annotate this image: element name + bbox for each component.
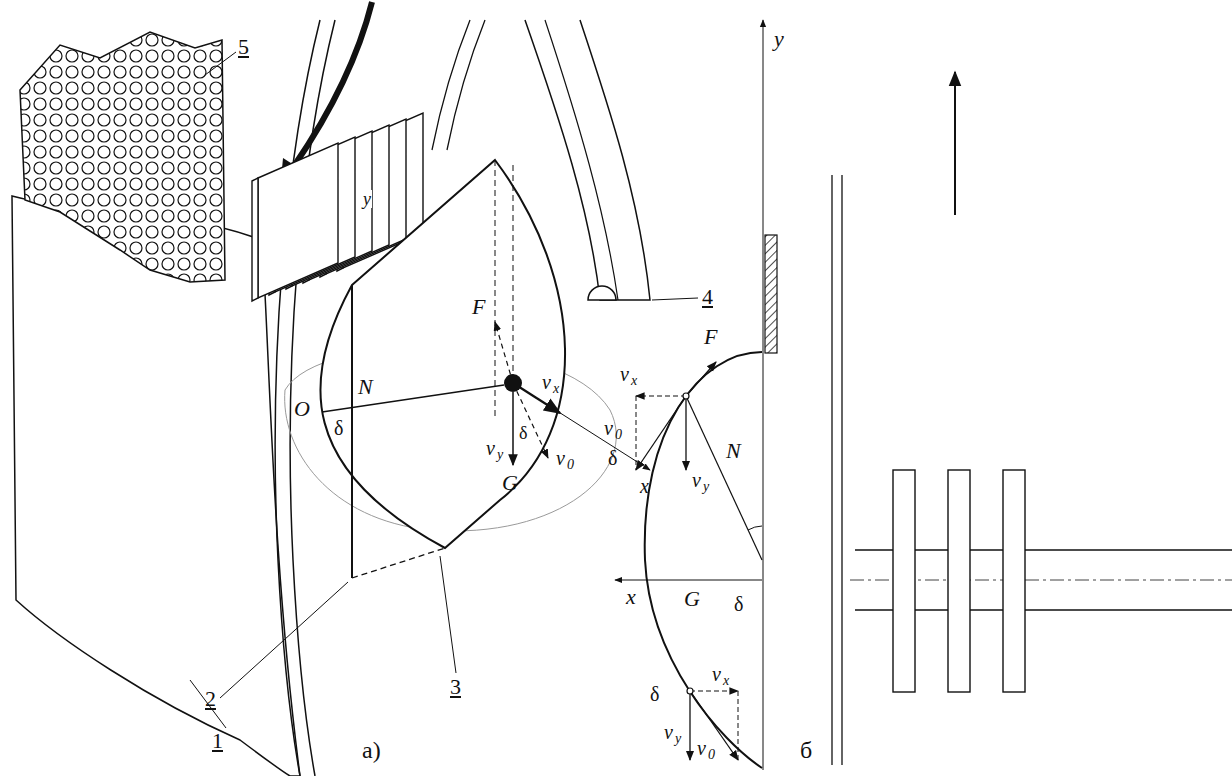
blade [320,160,565,548]
particle [504,374,522,392]
vector-label: v [542,372,551,392]
callout-number: 3 [450,676,461,698]
perforated-screen [20,32,225,282]
vector-label: v [692,470,701,490]
axis-label: x [640,476,649,496]
axis-label: y [362,190,372,208]
vector-label: F [704,326,717,348]
point-label: O [294,398,310,420]
vector-label: F [472,296,485,318]
vector-label: v [697,738,706,758]
angle-label: δ [734,594,743,614]
blade-profile [645,352,762,768]
subscript: y [703,480,709,494]
angle-label: δ [650,684,659,704]
vector-label: v [712,664,721,684]
figure-label: а) [362,738,381,762]
callout-number: 5 [238,36,249,58]
callout-number: 1 [212,730,223,752]
subscript: x [553,382,559,396]
vector-label: v [620,364,629,384]
vector-label: v [604,418,613,438]
vector-label: v [664,722,673,742]
vector-label: N [358,376,373,398]
subscript: 0 [567,458,574,472]
angle-label: δ [519,424,527,442]
vector-label: G [684,588,700,610]
subscript: 0 [615,428,622,442]
subscript: y [675,732,681,746]
angle-label: δ [334,418,343,438]
vector-label: N [726,440,741,462]
callout-number: 4 [702,286,713,308]
vector-label: v [556,448,565,468]
angle-label: δ [608,448,617,468]
vector-label: G [502,472,518,494]
vector-label: v [486,438,495,458]
subscript: x [631,374,637,388]
figure-label: б [800,738,812,762]
axis-label: x [626,586,636,608]
callout-number: 2 [205,688,216,710]
subscript: x [723,674,729,688]
subscript: 0 [708,748,715,762]
subscript: y [497,448,503,462]
axis-label: y [774,28,784,50]
